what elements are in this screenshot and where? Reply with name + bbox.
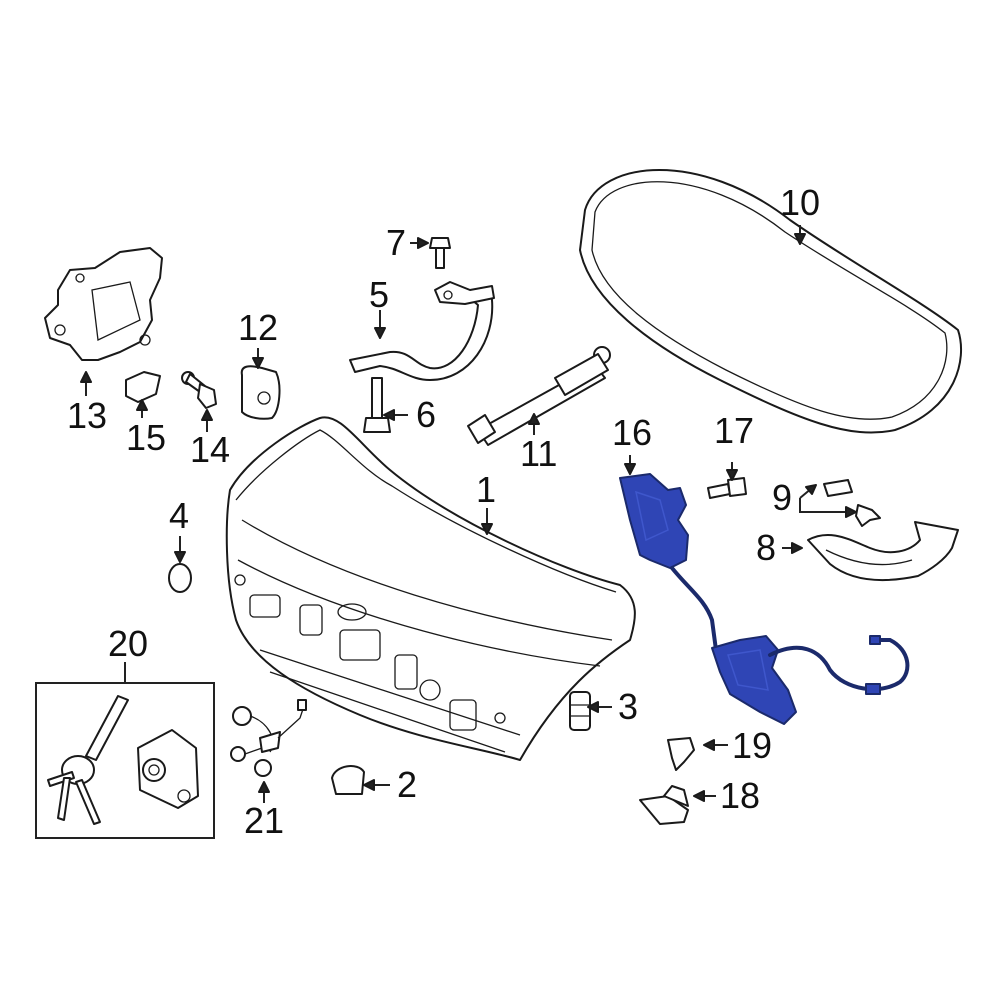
part-3-bumper-stop[interactable]	[569, 691, 591, 731]
callout-3[interactable]: 3	[618, 686, 638, 727]
callout-10[interactable]: 10	[780, 182, 820, 223]
callout-5[interactable]: 5	[369, 274, 389, 315]
callout-18[interactable]: 18	[720, 775, 760, 816]
callout-9[interactable]: 9	[772, 477, 792, 518]
callout-1[interactable]: 1	[476, 469, 496, 510]
leader-lines	[80, 225, 857, 803]
callout-15[interactable]: 15	[126, 417, 166, 458]
callout-12[interactable]: 12	[238, 307, 278, 348]
part-7-bolt[interactable]	[429, 237, 451, 269]
callout-2[interactable]: 2	[397, 764, 417, 805]
callout-16[interactable]: 16	[612, 412, 652, 453]
callout-13[interactable]: 13	[67, 395, 107, 436]
part-12-bumper[interactable]	[240, 365, 281, 420]
part-16-latch-actuator[interactable]	[619, 473, 910, 725]
part-13-latch-bracket[interactable]	[44, 247, 163, 361]
part-1-trunk-lid[interactable]	[225, 416, 636, 761]
part-2-plug[interactable]	[331, 765, 365, 795]
callout-11[interactable]: 11	[520, 433, 557, 474]
callout-21[interactable]: 21	[244, 800, 284, 841]
part-14-bolt[interactable]	[181, 371, 217, 409]
part-15-clip[interactable]	[125, 371, 161, 403]
callout-8[interactable]: 8	[756, 527, 776, 568]
callout-17[interactable]: 17	[714, 410, 754, 451]
callout-19[interactable]: 19	[732, 725, 772, 766]
part-21-harness[interactable]	[230, 699, 307, 777]
callout-20[interactable]: 20	[108, 623, 148, 664]
part-20-lock-kit[interactable]	[47, 695, 199, 825]
part-8-guide[interactable]	[807, 521, 959, 581]
part-4-grommet[interactable]	[168, 563, 192, 593]
part-17-bolt[interactable]	[707, 477, 747, 499]
callout-4[interactable]: 4	[169, 495, 189, 536]
part-10-weatherstrip[interactable]	[579, 169, 962, 434]
callout-7[interactable]: 7	[386, 222, 406, 263]
part-5-hinge[interactable]	[349, 281, 495, 381]
part-19-clip[interactable]	[667, 737, 695, 771]
part-9-pins[interactable]	[823, 479, 881, 527]
callout-6[interactable]: 6	[416, 394, 436, 435]
part-11-gas-strut[interactable]	[467, 346, 611, 446]
callout-14[interactable]: 14	[190, 429, 230, 470]
part-18-clip[interactable]	[639, 785, 689, 825]
part-6-bolt[interactable]	[363, 377, 391, 433]
